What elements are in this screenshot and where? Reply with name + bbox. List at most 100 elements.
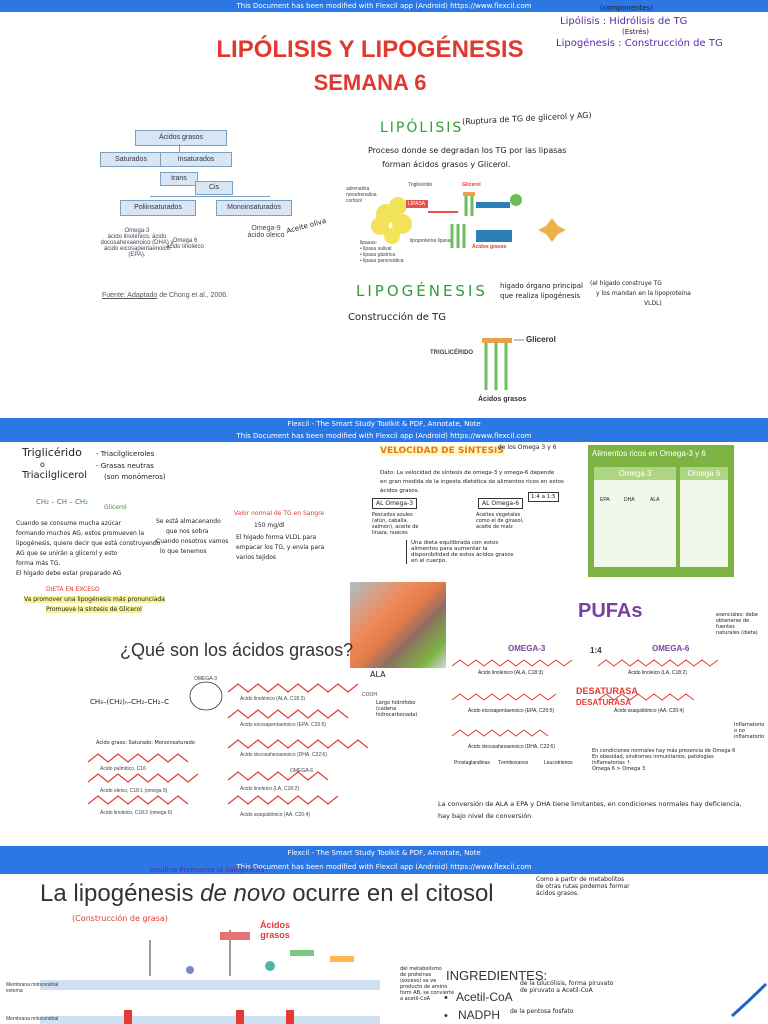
tree-poliinsaturados: Poliinsaturados xyxy=(120,200,196,216)
membrana-interna: Membrana mitocondrial xyxy=(6,1016,59,1022)
chain-oleico: Ácido oleico, C18:1 (omega 9) xyxy=(100,788,168,794)
pen-stroke xyxy=(731,982,768,1018)
alimentos-title: Alimentos ricos en Omega-3 y 6 xyxy=(592,449,706,458)
velocidad-note: de los Omega 3 y 6 xyxy=(498,444,557,451)
conversion-1: La conversión de ALA a EPA y DHA tiene l… xyxy=(438,800,742,808)
pufa-omega6: OMEGA-6 xyxy=(652,644,690,653)
lipolisis-diagram xyxy=(371,192,566,248)
lipo-note-1: hígado órgano principal xyxy=(500,282,583,290)
pufas-panel: PUFAs OMEGA-3 1:4 OMEGA-6 Ácido linoléni… xyxy=(448,600,738,810)
pufa-tromb: Tromboxanos xyxy=(498,760,529,766)
chain-epa: Ácido eicosapentaenoico (EPA, C20:5) xyxy=(240,722,327,728)
source-link: Fuente: Adaptado xyxy=(102,292,158,299)
tree-saturados: Saturados xyxy=(100,152,162,167)
bullet-2: • xyxy=(444,1010,448,1022)
p2-syn3: (son monómeros) xyxy=(104,473,166,481)
pufa-ratio: 1:4 xyxy=(590,646,602,655)
page3-title: La lipogénesis de novo ocurre en el cito… xyxy=(40,880,494,908)
tree-root: Ácidos grasos xyxy=(135,130,227,146)
p2-cuando2: formando muchos AG, estos promueven la xyxy=(16,530,145,537)
label-trigliceridos: Triglicérido xyxy=(408,182,433,188)
p2-cuando3: lipogénesis, quiere decir que está const… xyxy=(16,540,161,547)
flexcil-banner-mid1: Flexcil - The Smart Study Toolkit & PDF,… xyxy=(0,418,768,442)
food-photo xyxy=(350,582,446,668)
tree-insaturados: Insaturados xyxy=(160,152,232,167)
lipogenesis-heading: LIPOGÉNESIS xyxy=(356,282,488,300)
p2-cuando4: AG que se unirán a glicerol y esto xyxy=(16,550,118,557)
lipogenesis-pathway xyxy=(40,930,380,1024)
chain-ara: Ácido araquidónico (AA, C20:4) xyxy=(240,812,311,818)
lipolisis-def-1: Proceso donde se degradan los TG por las… xyxy=(368,146,567,155)
p2-cuando1: Cuando se consume mucha azúcar xyxy=(16,520,122,527)
p2-valor4: empacar los TG, y envía para xyxy=(236,544,325,551)
ala-col: ALA xyxy=(650,497,660,503)
ingredientes-heading: INGREDIENTES: xyxy=(446,968,548,983)
lipolisis-def-2: forman ácidos grasos y Glicerol. xyxy=(382,160,511,169)
label-lipasa: LIPASA xyxy=(408,201,426,207)
inflamatorio-note: Inflamatorio o no inflamatorio xyxy=(734,722,765,740)
title-part-a: La lipogénesis xyxy=(40,880,201,907)
omega3-sources: Pescados azules (atún, caballa, salmón),… xyxy=(372,512,419,536)
label-glicerol: Glicerol xyxy=(462,182,481,188)
tree-source: Fuente: Adaptado de Chong et al., 2006. xyxy=(102,292,228,299)
chain-dha: Ácido docosahexaenoico (DHA, C22:6) xyxy=(240,752,327,758)
p2-o: o xyxy=(40,460,45,469)
lipo-note-4: y los mandan en la lipoproteína xyxy=(596,290,691,297)
acido-saturado-label: Acido graso: Saturado: Monoinsaturado xyxy=(96,740,195,746)
note-lipolisis-def: Lipólisis : Hidrólisis de TG xyxy=(560,16,688,27)
p2-syn2: - Grasas neutras xyxy=(96,462,154,470)
comoa-note: Como a partir de metabolitos de otras ru… xyxy=(536,876,630,897)
desaturasa-label: DESATURASA xyxy=(576,686,638,696)
omega3-small-label: OMEGA-3 xyxy=(194,676,218,682)
fatty-acid-chains xyxy=(88,681,369,805)
p2-almac3: Cuando nosotros vamos xyxy=(156,538,229,545)
metab-note: del metabolismo de proteínas (exceso) se… xyxy=(400,966,455,1002)
p2-valor5: varios tejidos xyxy=(236,554,277,561)
tree-trans: trans xyxy=(160,172,198,186)
banner-line-3: Flexcil - The Smart Study Toolkit & PDF,… xyxy=(287,849,481,857)
note-lipogenesis-def: Lipogénesis : Construcción de TG xyxy=(556,38,723,49)
pufa-ara-label: Ácido araquidónico (AA, C20:4) xyxy=(614,708,685,714)
p2-syn1: - Triacilgliceroles xyxy=(96,450,155,458)
chain-palmitico: Ácido palmítico, C16 xyxy=(100,766,146,772)
acetil-note: de la Glucólisis, forma piruvato de piru… xyxy=(520,980,614,994)
pufa-leuco: Leucotrienos xyxy=(544,760,573,766)
velocidad-heading: VELOCIDAD DE SÍNTESIS xyxy=(380,446,504,456)
chain-la: Ácido linoleico (LA, C18:2) xyxy=(240,786,299,792)
omega6-box: Omega 6 xyxy=(680,467,728,567)
largo-note: Largo hidrófobo (cadena hidrocarbonada) xyxy=(376,700,418,718)
tree-omega6: Omega 6 ácido linoleico xyxy=(166,238,204,250)
label-lipasas: lipasas: • lipasa salival • lipasa gástr… xyxy=(360,240,404,264)
pufa-ala-label: Ácido linolénico (ALA, C18:3) xyxy=(478,670,544,676)
alimentos-panel: Alimentos ricos en Omega-3 y 6 Omega 3 E… xyxy=(588,445,734,577)
triglyceride-diagram xyxy=(482,338,524,390)
banner-line-4: This Document has been modified with Fle… xyxy=(236,863,532,871)
lipolisis-note: (Ruptura de TG de glicerol y AG) xyxy=(461,110,592,127)
p2-formula: CH₂ – CH – CH₂ xyxy=(36,498,88,506)
al-omega6: AL Omega-6 xyxy=(478,498,524,509)
p2-trig: Triglicérido xyxy=(22,446,82,459)
note-aceite-oliva: Aceite oliva xyxy=(285,216,327,236)
dato-2: en gran medida de la ingesta dietética d… xyxy=(380,479,564,485)
construccion-tg: Construcción de TG xyxy=(348,312,446,323)
cooh-label: COOH xyxy=(362,692,377,698)
label-trigliceride: TRIGLICÉRIDO xyxy=(430,350,473,356)
esenciales-note: esenciales: debe obtenerse de fuentes na… xyxy=(716,612,758,636)
nadph: NADPH xyxy=(458,1008,501,1022)
page-subtitle: SEMANA 6 xyxy=(313,70,427,95)
acetil-coa: Acetil-CoA xyxy=(456,990,513,1004)
p2-valor1: Valor normal de TG en Sangre xyxy=(234,510,325,517)
p2-almac4: lo que tenemos xyxy=(160,548,207,555)
tree-omega3: Omega-3 ácido linolénico, ácido docosahe… xyxy=(100,228,174,258)
ratio-box: 1:4 a 1:5 xyxy=(528,492,559,502)
lipolisis-heading: LIPÓLISIS xyxy=(380,120,464,136)
omega6-box-title: Omega 6 xyxy=(680,467,728,480)
title-part-b: de novo xyxy=(200,880,286,907)
chain-ala: Ácido linolénico (ALA, C18:3) xyxy=(240,696,306,702)
tree-omega9: Omega-9 ácido oleico xyxy=(247,225,285,239)
flexcil-banner-mid2: Flexcil - The Smart Study Toolkit & PDF,… xyxy=(0,846,768,874)
tree-line xyxy=(150,196,270,197)
tree-cis: Cis xyxy=(195,181,233,195)
que-son-heading: ¿Qué son los ácidos grasos? xyxy=(120,640,354,660)
p2-cuando6: El hígado debe estar preparado AG xyxy=(16,570,122,577)
